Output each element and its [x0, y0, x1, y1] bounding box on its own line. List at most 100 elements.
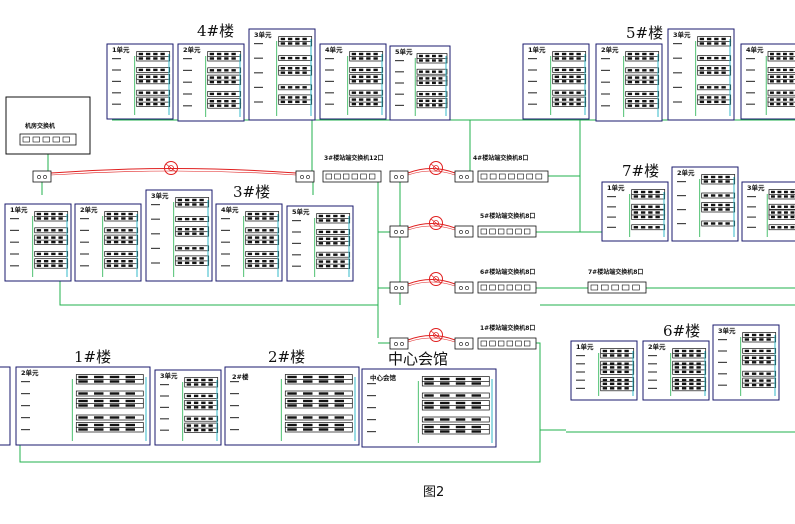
port-cell — [425, 99, 430, 102]
port-cell — [184, 228, 190, 231]
unit-title: 3单元 — [718, 326, 736, 335]
port-cell — [224, 76, 229, 79]
port-cell — [128, 217, 133, 220]
floor-tag — [80, 265, 89, 267]
port-cell — [766, 338, 771, 341]
transceiver-port — [465, 175, 469, 179]
port-cell — [262, 212, 267, 216]
port-cell — [681, 366, 687, 369]
port-cell — [109, 380, 120, 383]
port-cell — [432, 77, 436, 80]
port-cell — [432, 104, 436, 107]
floor-tag — [80, 241, 89, 243]
port-cell — [358, 52, 364, 56]
switch-body — [19, 133, 77, 146]
port-cell — [269, 229, 274, 232]
floor-tag — [254, 57, 263, 59]
port-cell — [790, 195, 795, 198]
port-strip — [768, 209, 795, 216]
floor-tag — [367, 431, 376, 433]
port-cell — [373, 98, 378, 101]
port-cell — [208, 406, 213, 409]
port-cell — [471, 382, 481, 385]
port-cell — [184, 247, 190, 250]
port-cell — [318, 253, 324, 256]
floor-tag — [292, 220, 301, 222]
port-cell — [699, 37, 705, 41]
port-cell — [51, 240, 56, 244]
port-cell — [721, 86, 726, 89]
floor-tag — [673, 101, 682, 103]
port-cell — [138, 52, 144, 56]
building-title-7: 7#楼 — [622, 162, 659, 180]
unit-block: 3单元 — [145, 189, 213, 282]
switch-label-4: 4#楼站端交换机8口 — [473, 154, 528, 162]
transceiver-port — [459, 175, 463, 179]
port-cell — [201, 394, 206, 398]
port-cell — [318, 264, 324, 268]
port-cell — [160, 68, 165, 72]
port-cell — [627, 57, 633, 60]
unit-title: 5单元 — [292, 207, 310, 216]
port-cell — [366, 80, 371, 83]
port-cell — [318, 428, 329, 431]
port-cell — [145, 80, 151, 83]
switch-port — [489, 173, 497, 180]
port-cell — [602, 370, 608, 374]
port-cell — [648, 190, 653, 194]
switch-label-6: 6#楼站端交换机8口 — [480, 268, 535, 276]
port-cell — [138, 57, 144, 60]
port-cell — [699, 67, 705, 70]
port-cell — [280, 37, 286, 41]
port-cell — [43, 217, 49, 220]
port-cell — [642, 104, 647, 107]
fiber-spool-hub — [433, 276, 439, 282]
port-cell — [208, 428, 213, 432]
port-cell — [633, 195, 639, 198]
port-cell — [287, 71, 293, 74]
switch-port — [526, 173, 533, 180]
port-cell — [699, 86, 705, 89]
port-cell — [624, 349, 629, 353]
port-cell — [192, 203, 197, 206]
port-cell — [561, 52, 567, 56]
port-cell — [138, 98, 144, 101]
port-cell — [186, 401, 192, 404]
floor-tag — [528, 58, 537, 60]
building-title-5: 5#楼 — [626, 24, 663, 42]
floor-tag — [576, 379, 585, 381]
port-cell — [247, 212, 253, 216]
port-cell — [199, 257, 204, 260]
port-cell — [192, 232, 197, 235]
port-cell — [303, 423, 313, 427]
port-cell — [318, 404, 329, 407]
floor-tag — [677, 209, 686, 211]
port-cell — [280, 71, 286, 74]
floor-tag — [747, 196, 756, 198]
transceiver-body — [454, 281, 474, 294]
switch-port — [524, 284, 531, 291]
floor-tag — [221, 218, 230, 220]
port-cell — [784, 190, 788, 194]
port-cell — [216, 52, 222, 56]
port-cell — [771, 195, 775, 198]
switch-port — [611, 284, 619, 291]
unit-block — [224, 366, 360, 446]
switch-port — [498, 284, 505, 291]
port-cell — [634, 100, 640, 103]
unit-block: 1单元 — [522, 43, 590, 120]
port-cell — [699, 71, 705, 74]
port-cell — [340, 219, 345, 222]
port-cell — [771, 215, 775, 219]
port-cell — [333, 237, 338, 240]
transceiver-body — [295, 170, 315, 183]
port-cell — [366, 52, 371, 56]
fiber-spool-slash — [430, 163, 442, 173]
port-cell — [113, 264, 119, 267]
floor-tag — [80, 229, 89, 231]
port-cell — [94, 375, 104, 379]
port-cell — [624, 370, 629, 374]
port-cell — [94, 392, 104, 395]
fiber-spool-slash — [430, 274, 442, 284]
